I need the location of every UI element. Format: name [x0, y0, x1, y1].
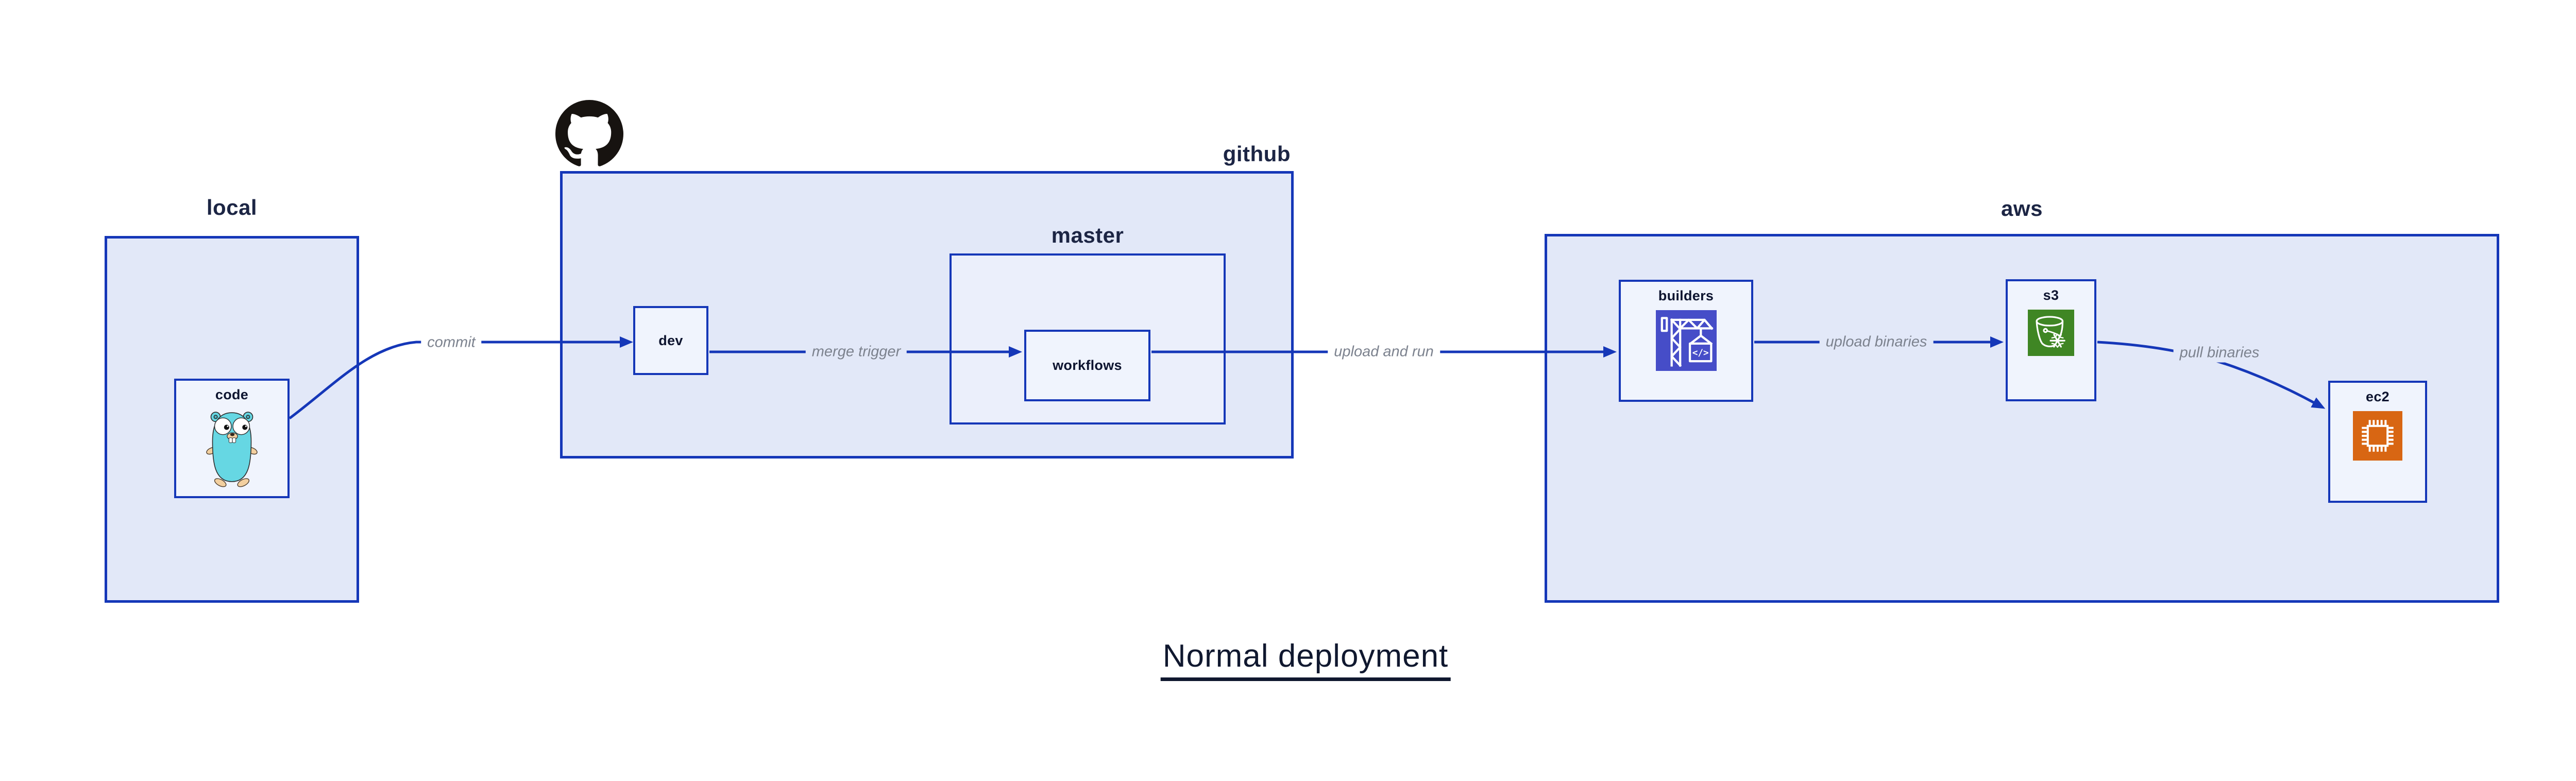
upload-and-run-label-text: upload and run: [1334, 343, 1434, 360]
builders-label: builders: [1658, 288, 1714, 303]
pull-binaries-label-text: pull binaries: [2179, 344, 2260, 361]
diagram-title: Normal deployment: [1160, 638, 1451, 681]
github-label-text: github: [1223, 142, 1291, 166]
aws-label-text: aws: [2001, 196, 2043, 220]
ec2-label: ec2: [2366, 389, 2389, 404]
aws-s3-glacier-icon: [2028, 310, 2074, 356]
group-label-aws: aws: [1545, 198, 2499, 219]
aws-codebuild-icon: </>: [1655, 310, 1717, 371]
diagram-title-text: Normal deployment: [1162, 638, 1449, 674]
group-label-master: master: [950, 225, 1226, 246]
node-dev: dev: [633, 306, 708, 375]
master-label-text: master: [1051, 223, 1124, 247]
go-gopher-icon: [206, 412, 258, 487]
dev-label: dev: [658, 332, 683, 348]
node-s3: s3: [2006, 279, 2096, 401]
aws-ec2-icon: [2353, 411, 2402, 461]
local-label-text: local: [206, 195, 258, 219]
edge-label-commit: commit: [421, 333, 482, 352]
group-label-github: github: [778, 143, 1291, 165]
edge-label-merge-trigger: merge trigger: [805, 342, 907, 362]
workflows-label: workflows: [1053, 358, 1122, 373]
code-label: code: [215, 387, 249, 402]
edge-label-upload-and-run: upload and run: [1328, 342, 1440, 362]
s3-label: s3: [2043, 287, 2059, 303]
codebuild-glyph: </>: [1692, 348, 1708, 359]
node-ec2: ec2: [2328, 381, 2427, 503]
github-octocat-icon: [555, 100, 623, 166]
node-workflows: workflows: [1024, 330, 1150, 401]
merge-trigger-label-text: merge trigger: [811, 343, 901, 360]
edge-label-upload-binaries: upload binaries: [1819, 332, 1934, 352]
node-code: code: [174, 379, 290, 498]
group-label-local: local: [105, 197, 359, 218]
upload-binaries-label-text: upload binaries: [1825, 333, 1927, 350]
edge-label-pull-binaries: pull binaries: [2173, 343, 2266, 363]
commit-label-text: commit: [427, 334, 476, 351]
node-builders: builders </>: [1619, 280, 1753, 402]
